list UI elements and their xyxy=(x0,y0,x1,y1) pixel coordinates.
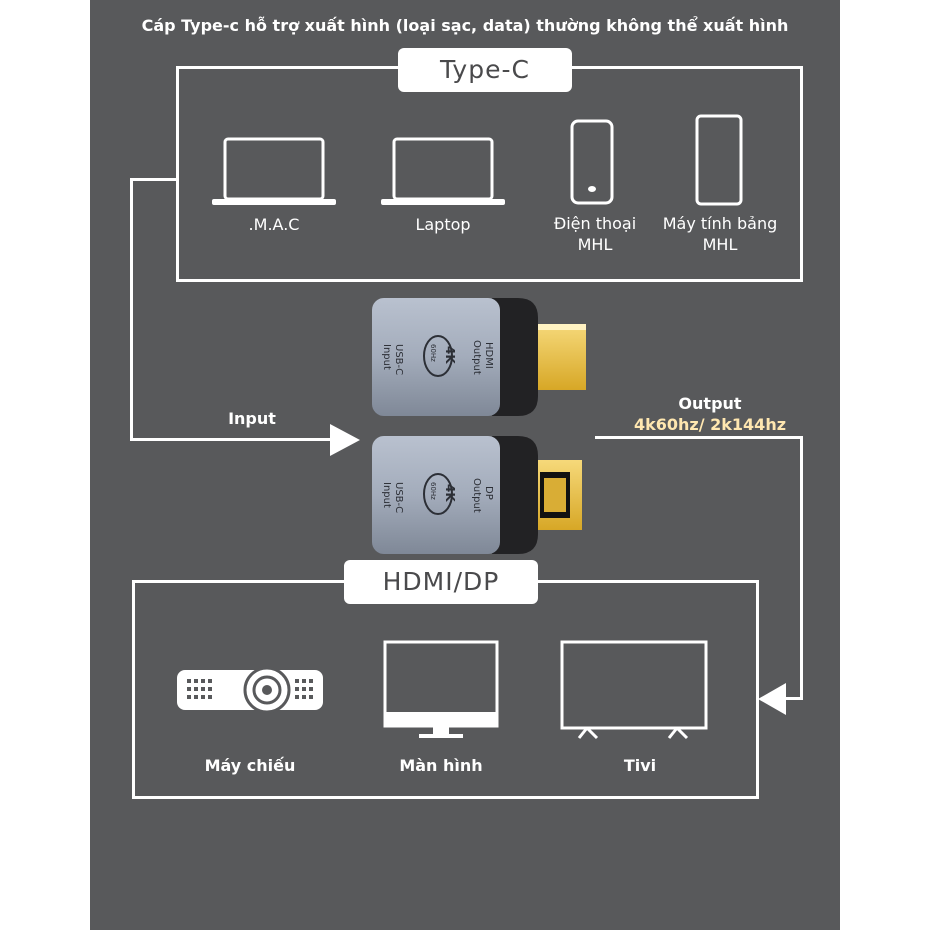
device-label-tablet-line1: Máy tính bảng xyxy=(662,214,778,233)
hdmi-adapter: USB-C Input HDMI Output 4K 60Hz xyxy=(372,296,590,422)
output-arrow-icon xyxy=(758,683,786,719)
svg-text:USB-C: USB-C xyxy=(393,344,404,375)
dp-adapter: USB-C Input DP Output 4K 60Hz xyxy=(372,434,590,560)
svg-text:4K: 4K xyxy=(443,346,457,364)
device-label-tablet-line2: MHL xyxy=(702,235,738,254)
diagram-canvas: Cáp Type-c hỗ trợ xuất hình (loại sạc, d… xyxy=(90,0,840,930)
output-spec: 4k60hz/ 2k144hz xyxy=(633,415,787,434)
input-arrow-icon xyxy=(330,424,360,460)
device-label-laptop: Laptop xyxy=(415,215,471,234)
tablet-icon xyxy=(695,114,743,210)
svg-text:USB-C: USB-C xyxy=(393,482,404,513)
svg-text:Input: Input xyxy=(381,482,392,508)
svg-text:Output: Output xyxy=(471,478,482,513)
svg-text:Output: Output xyxy=(471,340,482,375)
svg-text:60Hz: 60Hz xyxy=(429,482,437,500)
tv-icon xyxy=(559,640,709,744)
svg-text:60Hz: 60Hz xyxy=(429,344,437,362)
projector-icon xyxy=(175,666,325,720)
laptop-icon xyxy=(212,136,336,210)
output-flow-line-vertical xyxy=(800,436,803,700)
output-flow-line-bottom xyxy=(780,697,803,700)
input-label: Input xyxy=(228,409,276,428)
output-flow-line-top xyxy=(595,436,803,439)
diagram-title: Cáp Type-c hỗ trợ xuất hình (loại sạc, d… xyxy=(141,16,789,35)
svg-text:Input: Input xyxy=(381,344,392,370)
device-label-phone: Điện thoại MHL xyxy=(530,213,660,255)
svg-text:4K: 4K xyxy=(443,484,457,502)
input-flow-line-vertical xyxy=(130,178,133,441)
device-label-mac: .M.A.C xyxy=(248,215,300,234)
input-flow-line-bottom xyxy=(130,438,335,441)
svg-text:HDMI: HDMI xyxy=(483,342,494,369)
output-label: Output xyxy=(678,394,742,413)
monitor-icon xyxy=(383,640,499,744)
target-group-label: HDMI/DP xyxy=(344,560,538,604)
svg-text:DP: DP xyxy=(483,486,494,500)
device-label-projector: Máy chiếu xyxy=(204,756,296,775)
device-label-tv: Tivi xyxy=(623,756,657,775)
device-label-tablet: Máy tính bảng MHL xyxy=(650,213,790,255)
device-label-phone-line1: Điện thoại xyxy=(553,214,637,233)
source-group-label: Type-C xyxy=(398,48,572,92)
input-flow-line-top xyxy=(130,178,178,181)
device-label-phone-line2: MHL xyxy=(577,235,613,254)
device-label-monitor: Màn hình xyxy=(399,756,483,775)
phone-icon xyxy=(570,119,614,209)
laptop-icon xyxy=(381,136,505,210)
